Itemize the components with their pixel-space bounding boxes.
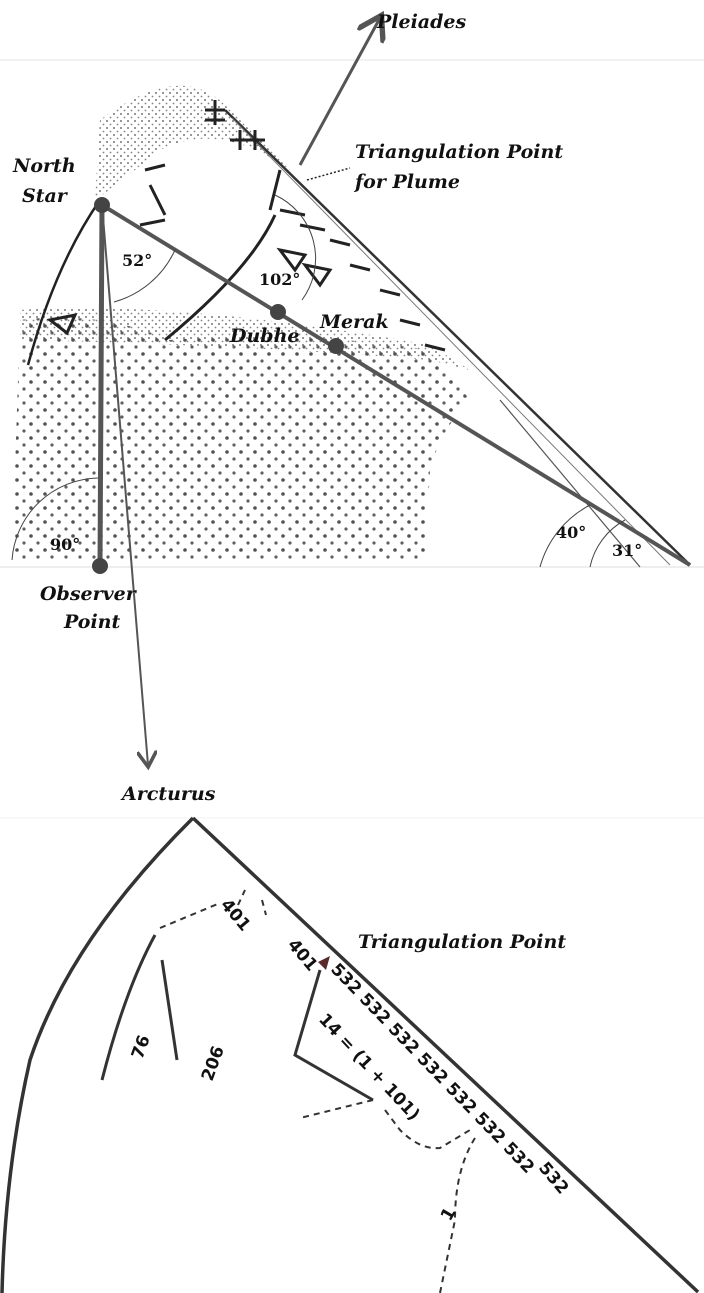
dashed-paths [159,889,476,1293]
pleiades-label: Pleiades [376,11,466,33]
line-206 [160,959,179,1061]
dotted-band [20,308,470,370]
plume-label-1: Triangulation Point [355,141,563,163]
plume-leader [306,167,351,181]
cuneiform-marks [46,100,446,352]
dotted-sky-top [95,85,290,200]
observer-label-2: Point [63,611,120,633]
triangle-edge-inner [231,117,671,566]
number-76: 76 [128,1033,155,1062]
sky-arc-left [26,199,102,366]
observer-point [92,558,108,574]
arcturus-arrow [101,204,148,765]
number-401-upper: 401 [216,895,254,935]
north-star-label-1: North [12,155,76,177]
angle-40: 40° [556,523,586,542]
pleiades-arrow [298,18,380,166]
angle-arcs [11,194,626,568]
angle-31: 31° [612,541,642,560]
merak-point [328,338,344,354]
number-401-lower: 401 [283,935,321,975]
triangulation-point-label: Triangulation Point [358,931,566,953]
triangulation-point-marker [318,956,330,970]
north-star-label-2: Star [22,185,69,207]
observer-label-1: Observer [40,583,138,605]
inner-arc [100,934,157,1081]
angle-90: 90° [50,535,80,554]
angle-52: 52° [122,251,152,270]
thin-line-31 [499,399,641,568]
equation-bracket [293,969,374,1102]
arcturus-label: Arcturus [120,783,216,805]
number-532-last: 532 [534,1158,572,1198]
north-star-observer-line [97,204,105,567]
bottom-arc-left [0,816,195,1293]
plume-label-2: for Plume [353,171,460,193]
dubhe-point [270,304,286,320]
number-206: 206 [198,1044,229,1084]
angle-102: 102° [259,270,300,289]
triangle-edge [224,109,691,566]
north-star-point [94,197,110,213]
number-1: 1 [437,1204,460,1224]
merak-label: Merak [319,311,389,333]
bottom-triangle-edge [191,816,700,1293]
north-star-merak-line [100,203,692,567]
dubhe-label: Dubhe [229,325,299,347]
